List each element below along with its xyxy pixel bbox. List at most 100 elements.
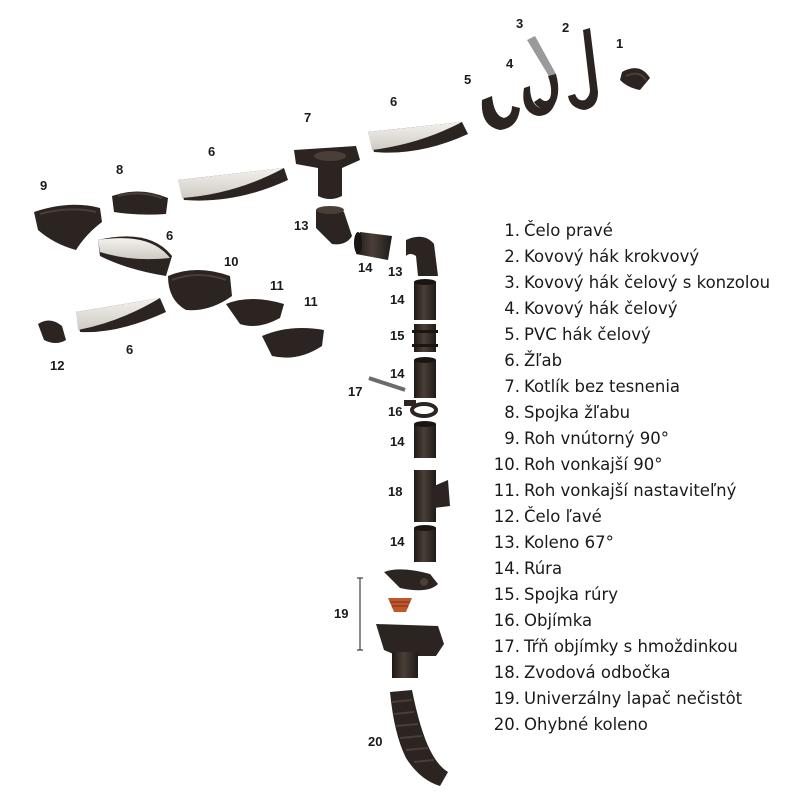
- callout-1: 1: [616, 36, 623, 51]
- legend-item: 15.Spojka rúry: [488, 582, 788, 608]
- legend-number: 18.: [493, 663, 520, 682]
- legend-label: Koleno 67°: [524, 533, 614, 552]
- part-gutter-bottom: [76, 298, 166, 333]
- legend-label: Kotlík bez tesnenia: [524, 377, 681, 396]
- legend-label: Zvodová odbočka: [524, 663, 671, 682]
- legend-number: 5.: [504, 325, 520, 344]
- part-outer-corner: [168, 270, 232, 311]
- part-pipe-coupling: [412, 324, 438, 352]
- legend-label: Ohybné koleno: [524, 715, 648, 734]
- part-end-cap-right: [620, 68, 650, 90]
- legend-label: Objímka: [524, 611, 593, 630]
- legend-item: 3.Kovový hák čelový s konzolou: [488, 270, 788, 296]
- legend-item: 11.Roh vonkajší nastaviteľný: [488, 478, 788, 504]
- legend-label: Roh vnútorný 90°: [524, 429, 669, 448]
- callout-5: 5: [464, 72, 471, 87]
- legend-label: Spojka rúry: [524, 585, 619, 604]
- legend-item: 1.Čelo pravé: [488, 218, 788, 244]
- legend-item: 7.Kotlík bez tesnenia: [488, 374, 788, 400]
- part-fascia-hook-metal: [523, 86, 556, 116]
- part-elbow-lower: [406, 236, 438, 276]
- legend-number: 9.: [504, 429, 520, 448]
- callout-4: 4: [506, 56, 514, 71]
- part-inner-corner: [34, 204, 102, 250]
- legend-item: 20.Ohybné koleno: [488, 712, 788, 738]
- part-pipe-3: [414, 421, 436, 458]
- callout-8: 8: [116, 162, 123, 177]
- part-gutter-top: [368, 122, 468, 153]
- legend-number: 8.: [504, 403, 520, 422]
- part-gutter-middle: [178, 168, 288, 201]
- callout-15: 15: [390, 328, 404, 343]
- callout-11-a: 11: [270, 278, 284, 293]
- callout-14-diagonal: 14: [358, 260, 373, 275]
- legend-item: 17.Tŕň objímky s hmoždinkou: [488, 634, 788, 660]
- callout-18: 18: [388, 484, 402, 499]
- legend-item: 6.Žľab: [488, 348, 788, 374]
- part-pvc-fascia-hook: [481, 96, 520, 130]
- part-debris-trap-body: [376, 624, 444, 678]
- part-adjustable-corner-b: [262, 328, 324, 358]
- legend-item: 14.Rúra: [488, 556, 788, 582]
- parts-legend: 1.Čelo pravé 2.Kovový hák krokvový 3.Kov…: [488, 218, 788, 738]
- legend-number: 7.: [504, 377, 520, 396]
- callout-16: 16: [388, 404, 402, 419]
- legend-item: 16.Objímka: [488, 608, 788, 634]
- callout-6-middle: 6: [208, 144, 215, 159]
- legend-number: 4.: [504, 299, 520, 318]
- legend-number: 3.: [504, 273, 520, 292]
- part-pipe-1: [414, 279, 436, 320]
- legend-item: 5.PVC hák čelový: [488, 322, 788, 348]
- legend-label: Kovový hák čelový: [524, 299, 678, 318]
- legend-label: Čelo ľavé: [524, 507, 602, 526]
- legend-label: PVC hák čelový: [524, 325, 651, 344]
- part-end-cap-left: [38, 320, 66, 343]
- part-flexible-elbow: [390, 690, 448, 786]
- callout-2: 2: [562, 20, 569, 35]
- legend-item: 2.Kovový hák krokvový: [488, 244, 788, 270]
- callout-10: 10: [224, 254, 238, 269]
- callout-6-bottom: 6: [126, 342, 133, 357]
- callout-14-pipe-1: 14: [390, 292, 405, 307]
- legend-label: Roh vonkajší nastaviteľný: [524, 481, 737, 500]
- callout-6-top: 6: [390, 94, 397, 109]
- callout-6-left: 6: [166, 228, 173, 243]
- bracket-19: [357, 577, 363, 651]
- legend-number: 13.: [493, 533, 520, 552]
- part-pipe-clip: [404, 400, 438, 418]
- legend-item: 8.Spojka žľabu: [488, 400, 788, 426]
- part-pipe-4: [414, 525, 436, 562]
- callout-19: 19: [334, 606, 348, 621]
- legend-label: Univerzálny lapač nečistôt: [524, 689, 743, 708]
- legend-label: Spojka žľabu: [524, 403, 631, 422]
- part-elbow-upper: [316, 206, 352, 245]
- legend-label: Čelo pravé: [524, 221, 613, 240]
- part-debris-trap-basket: [388, 598, 412, 612]
- legend-number: 20.: [493, 715, 520, 734]
- legend-number: 12.: [493, 507, 520, 526]
- part-adjustable-corner-a: [226, 299, 284, 326]
- part-rafter-hook-metal: [568, 28, 598, 110]
- legend-number: 15.: [493, 585, 520, 604]
- legend-item: 9.Roh vnútorný 90°: [488, 426, 788, 452]
- part-gutter-left: [98, 236, 172, 276]
- legend-item: 19.Univerzálny lapač nečistôt: [488, 686, 788, 712]
- callout-3: 3: [516, 16, 523, 31]
- legend-item: 4.Kovový hák čelový: [488, 296, 788, 322]
- callout-17: 17: [348, 384, 362, 399]
- callout-13-upper: 13: [294, 218, 308, 233]
- callout-14-pipe-2: 14: [390, 366, 405, 381]
- legend-label: Tŕň objímky s hmoždinkou: [524, 637, 738, 656]
- callout-7: 7: [304, 110, 311, 125]
- callout-12: 12: [50, 358, 64, 373]
- callout-11-b: 11: [304, 294, 318, 309]
- legend-number: 17.: [493, 637, 520, 656]
- legend-label: Rúra: [524, 559, 563, 578]
- callout-14-pipe-4: 14: [390, 534, 405, 549]
- legend-number: 16.: [493, 611, 520, 630]
- legend-number: 11.: [493, 481, 520, 500]
- callout-20: 20: [368, 734, 382, 749]
- legend-label: Kovový hák krokvový: [524, 247, 700, 266]
- legend-number: 2.: [504, 247, 520, 266]
